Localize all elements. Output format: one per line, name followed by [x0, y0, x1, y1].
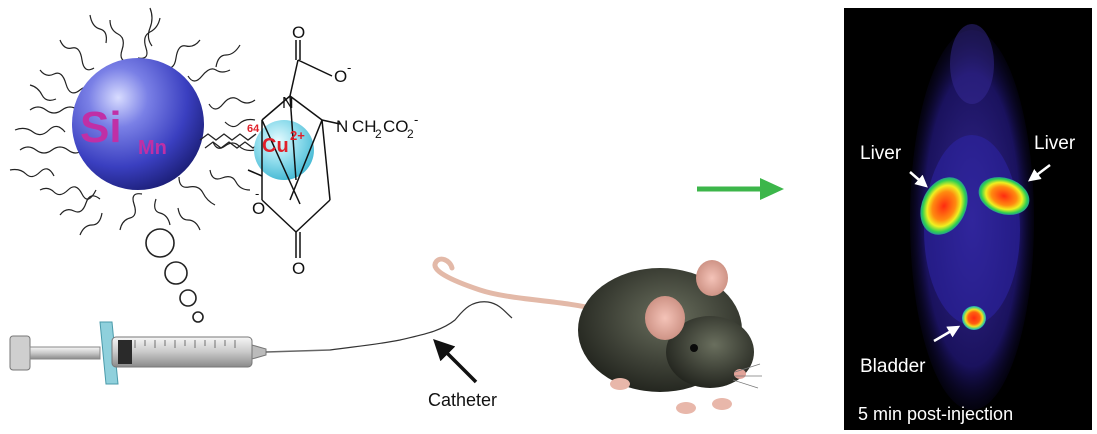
green-arrow-head [760, 178, 784, 200]
side-chain-co: CO [383, 117, 409, 136]
side-chain-sub1: 2 [375, 127, 382, 141]
pet-liver-right-hotspot [978, 177, 1030, 215]
syringe-graduations [134, 340, 236, 348]
oxygen-bottom: O [292, 259, 305, 278]
pet-head-signal [950, 24, 994, 104]
minus-top: - [347, 60, 351, 75]
side-chain-formula: CH 2 CO 2 - [352, 112, 418, 141]
polymer-coating [9, 7, 256, 236]
syringe-plunger-cap [9, 335, 31, 371]
pet-arrow-bladder [933, 325, 961, 343]
nitrogen-top: N [282, 95, 294, 112]
pet-caption: 5 min post-injection [858, 404, 1013, 424]
side-chain-minus: - [414, 112, 418, 127]
syringe-needle [265, 349, 331, 353]
catheter-pointer-arrow [433, 339, 478, 384]
oxide-anion-top: O [334, 67, 347, 86]
mouse-eye [690, 344, 698, 352]
copper-chelator-complex: O O - N N CH 2 CO 2 - 64 Cu 2+ O - O [247, 23, 418, 278]
syringe [9, 321, 331, 385]
oxygen-top: O [292, 23, 305, 42]
pet-arrow-liver-right [1028, 164, 1051, 182]
pet-label-liver-right: Liver [1034, 133, 1076, 154]
pet-label-bladder: Bladder [860, 356, 926, 377]
nanoparticle-dopant-label: Mn [138, 137, 167, 159]
pet-label-liver-left: Liver [860, 143, 902, 164]
transition-arrow [697, 178, 784, 200]
catheter-tube [329, 301, 513, 351]
syringe-barrel [111, 336, 253, 368]
mouse-whiskers [732, 363, 762, 389]
pet-bladder-hotspot [962, 306, 986, 330]
mouse-tail [432, 256, 603, 313]
nanoparticle-sphere [72, 58, 204, 190]
isotope-mass: 64 [247, 123, 260, 135]
chelator-cage-bonds [247, 40, 341, 258]
mouse-ear-left [645, 296, 685, 340]
pet-scan-panel: Liver Liver Bladder 5 min post-injection [844, 8, 1092, 430]
nitrogen-side: N [336, 117, 348, 136]
side-chain-sub2: 2 [407, 127, 414, 141]
mouse-ear-right [696, 260, 728, 296]
pet-liver-left-hotspot [920, 177, 968, 235]
linker-chain [199, 133, 262, 149]
mouse-paw-hind [610, 378, 630, 390]
mouse-paw-front-right [712, 398, 732, 410]
mouse-head [666, 316, 754, 388]
thought-bubble-medium [164, 261, 188, 285]
copper-symbol: Cu [262, 135, 289, 157]
minus-bottom: - [255, 186, 259, 201]
thought-bubble-large [145, 228, 175, 258]
mouse [432, 256, 762, 414]
pet-arrow-liver-left [909, 171, 928, 188]
thought-bubble-small [179, 289, 197, 307]
mouse-paw-front-left [676, 402, 696, 414]
nanoparticle-core-label: Si [80, 103, 122, 152]
thought-bubbles [145, 228, 204, 323]
copper-charge: 2+ [290, 128, 305, 143]
syringe-plunger-rod [29, 346, 101, 360]
side-chain-prefix: CH [352, 117, 377, 136]
syringe-hub [251, 344, 267, 360]
syringe-stopper [118, 340, 132, 364]
thought-bubble-tiny [192, 311, 204, 323]
oxide-anion-bottom: O [252, 199, 265, 218]
catheter-label: Catheter [428, 390, 497, 410]
silicon-nanoparticle: Si Mn [72, 58, 204, 190]
